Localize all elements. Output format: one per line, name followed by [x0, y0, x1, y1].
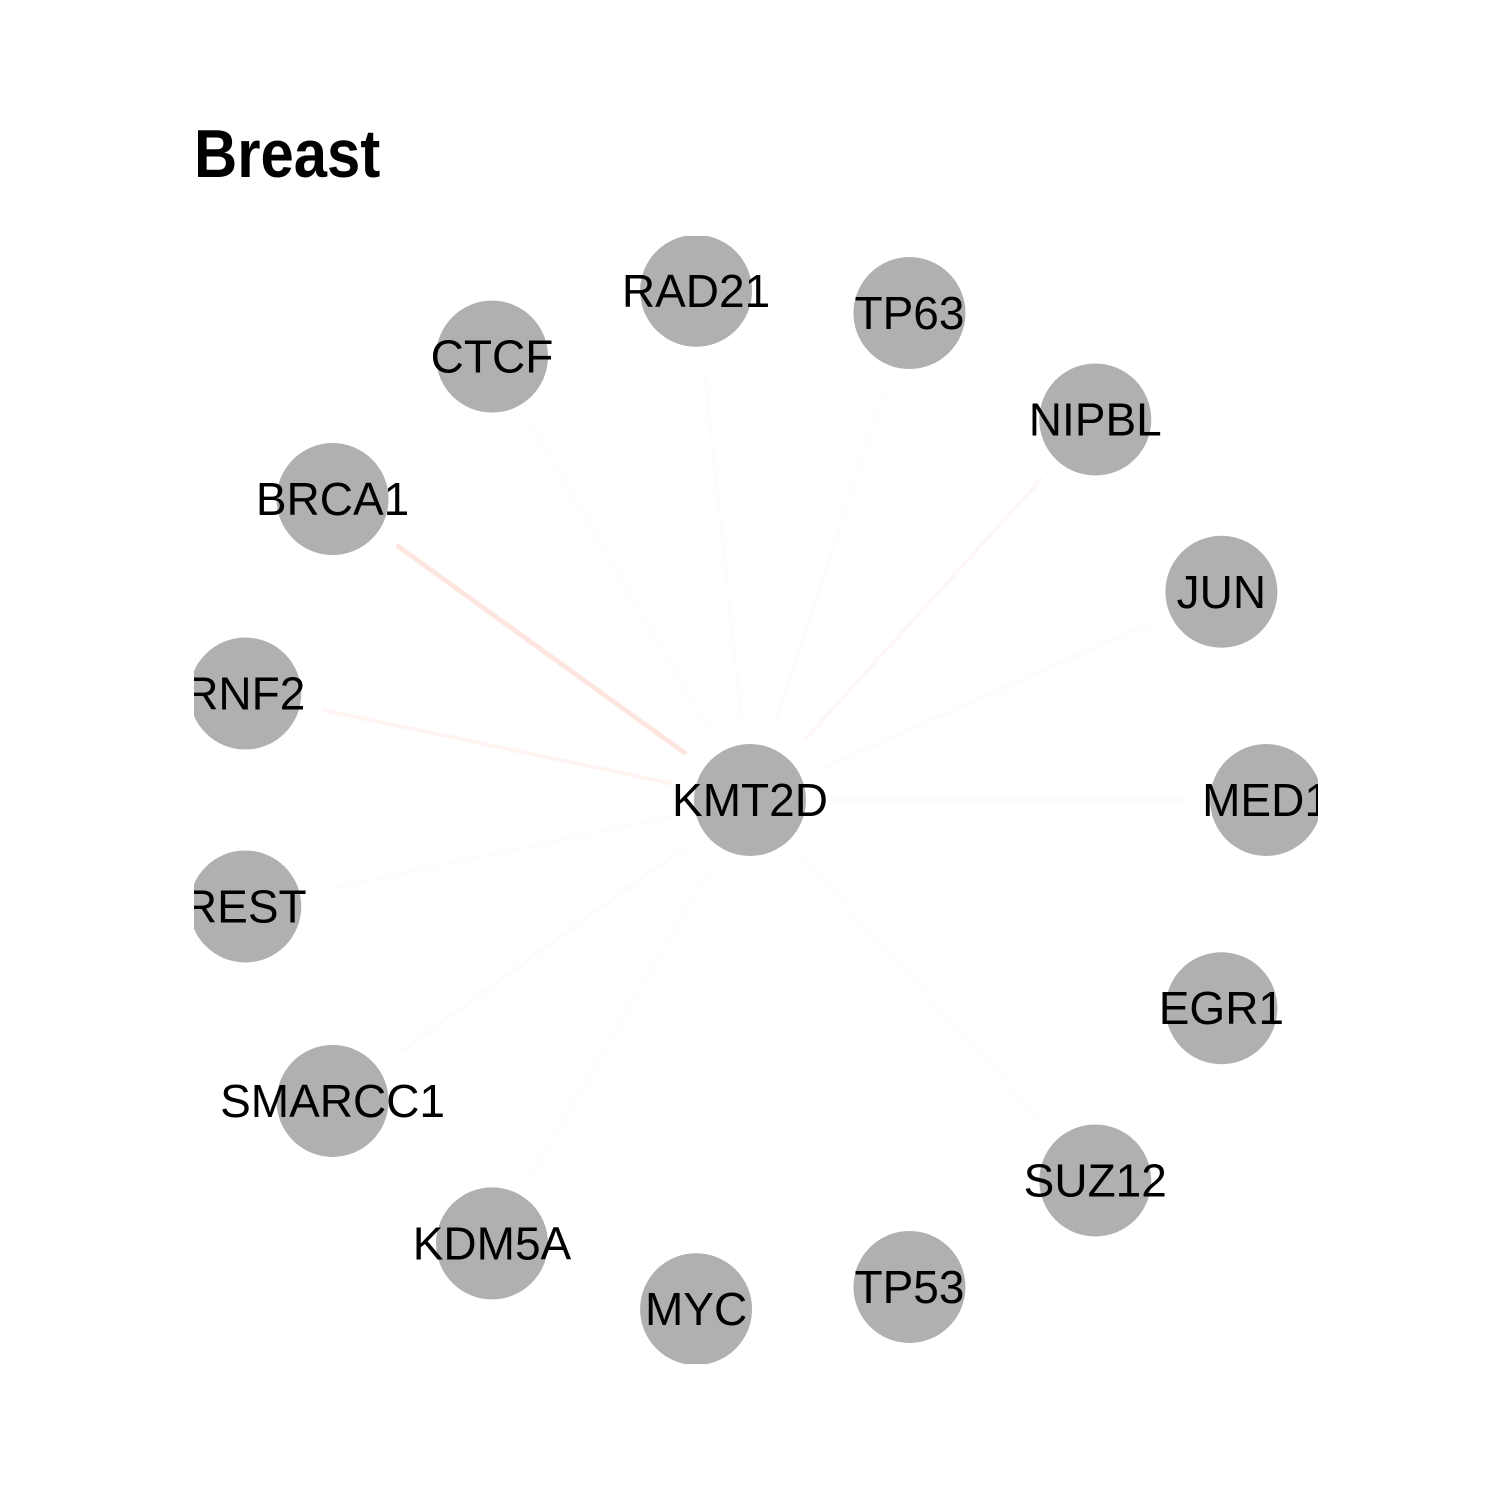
node-label: TP63 — [854, 287, 964, 339]
node-rnf2: RNF2 — [185, 637, 305, 750]
node-label: NIPBL — [1029, 394, 1162, 446]
node-label: RAD21 — [622, 265, 770, 317]
edge-kmt2d-tp63 — [775, 390, 884, 723]
node-circle — [1165, 535, 1278, 648]
node-ctcf: CTCF — [431, 300, 554, 413]
node-label: BRCA1 — [256, 473, 409, 525]
edge-kmt2d-brca1 — [395, 543, 687, 756]
node-circle — [194, 637, 302, 750]
node-circle — [194, 850, 302, 963]
node-circle — [1165, 952, 1278, 1065]
edge-kmt2d-nipbl — [802, 477, 1043, 742]
node-label: KDM5A — [413, 1217, 572, 1269]
node-circle — [276, 1044, 389, 1157]
node-rad21: RAD21 — [622, 236, 770, 347]
node-jun: JUN — [1165, 535, 1278, 648]
node-label: RNF2 — [185, 668, 305, 720]
node-circle — [640, 236, 753, 347]
node-med1: MED1 — [1202, 744, 1330, 856]
edge-kmt2d-kdm5a — [533, 870, 710, 1173]
node-circle — [694, 744, 806, 856]
node-kmt2d: KMT2D — [672, 744, 828, 856]
node-label: MYC — [645, 1283, 747, 1335]
node-tp53: TP53 — [853, 1230, 966, 1343]
edge-kmt2d-suz12 — [804, 860, 1040, 1121]
node-circle — [436, 300, 548, 413]
edge-kmt2d-jun — [824, 624, 1147, 767]
edge-kmt2d-egr1 — [824, 833, 1147, 976]
edge-kmt2d-ctcf — [533, 427, 710, 730]
node-egr1: EGR1 — [1159, 952, 1284, 1065]
edge-kmt2d-smarcc1 — [398, 847, 684, 1053]
node-kdm5a: KDM5A — [413, 1187, 572, 1300]
node-rest: REST — [184, 850, 307, 963]
edge-layer — [322, 371, 1147, 1229]
node-circle — [853, 257, 966, 370]
node-circle — [436, 1187, 548, 1300]
node-label: EGR1 — [1159, 982, 1284, 1034]
edge-kmt2d-rnf2 — [322, 708, 673, 786]
node-circle — [640, 1253, 753, 1364]
node-label: SUZ12 — [1024, 1154, 1167, 1206]
node-label: TP53 — [854, 1261, 964, 1313]
node-smarcc1: SMARCC1 — [220, 1044, 445, 1157]
edge-kmt2d-rad21 — [705, 371, 742, 719]
node-label: KMT2D — [672, 774, 828, 826]
node-label: SMARCC1 — [220, 1075, 445, 1127]
node-label: CTCF — [431, 331, 554, 383]
node-circle — [1210, 744, 1318, 856]
edge-kmt2d-myc — [705, 881, 742, 1229]
node-myc: MYC — [640, 1253, 753, 1364]
node-suz12: SUZ12 — [1024, 1124, 1167, 1237]
edge-kmt2d-rest — [325, 817, 671, 890]
edge-kmt2d-tp53 — [775, 877, 884, 1210]
chart-title: Breast — [194, 116, 381, 192]
node-circle — [1039, 363, 1152, 476]
node-label: JUN — [1177, 566, 1266, 618]
node-circle — [276, 443, 389, 556]
node-nipbl: NIPBL — [1029, 363, 1162, 476]
node-brca1: BRCA1 — [256, 443, 409, 556]
node-circle — [1039, 1124, 1152, 1237]
node-label: REST — [184, 880, 307, 932]
node-tp63: TP63 — [853, 257, 966, 370]
node-label: MED1 — [1202, 774, 1330, 826]
node-circle — [853, 1230, 966, 1343]
